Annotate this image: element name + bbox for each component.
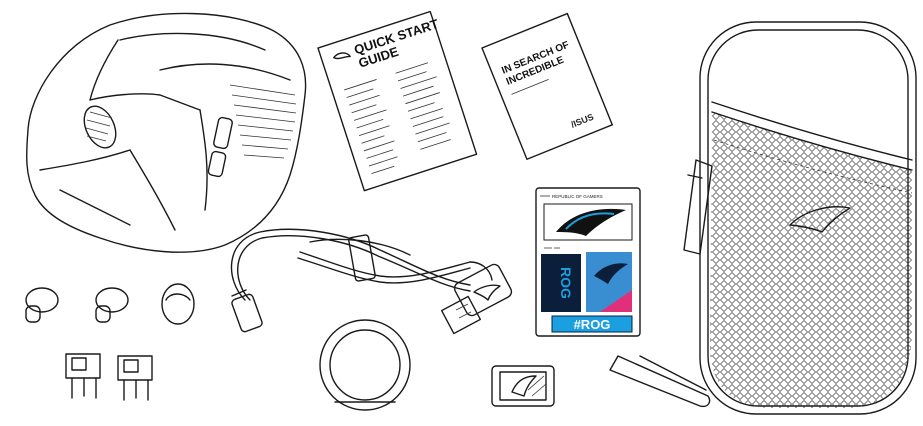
carry-pouch: [683, 21, 917, 415]
sticker-sheet: REPUBLIC OF GAMERS ROG #ROG: [535, 187, 641, 337]
usb-cable: [230, 228, 513, 335]
booklet: IN SEARCH OF INCREDIBLE /ISUS: [481, 12, 613, 160]
quick-start-guide: QUICK START GUIDE: [317, 10, 478, 192]
gaming-mouse: [26, 12, 307, 253]
sticker-vertical-rog: ROG: [558, 267, 574, 299]
rog-eye-logo: [333, 52, 351, 60]
mouse-feet: [25, 283, 195, 325]
tweezers: [609, 355, 711, 408]
sticker-header: REPUBLIC OF GAMERS: [552, 194, 603, 199]
usb-adapter: [491, 365, 555, 407]
wireless-disc: [319, 319, 411, 411]
sticker-rog-tag: #ROG: [574, 317, 611, 332]
asus-logo: /ISUS: [570, 112, 596, 130]
spare-switches: [65, 353, 153, 401]
